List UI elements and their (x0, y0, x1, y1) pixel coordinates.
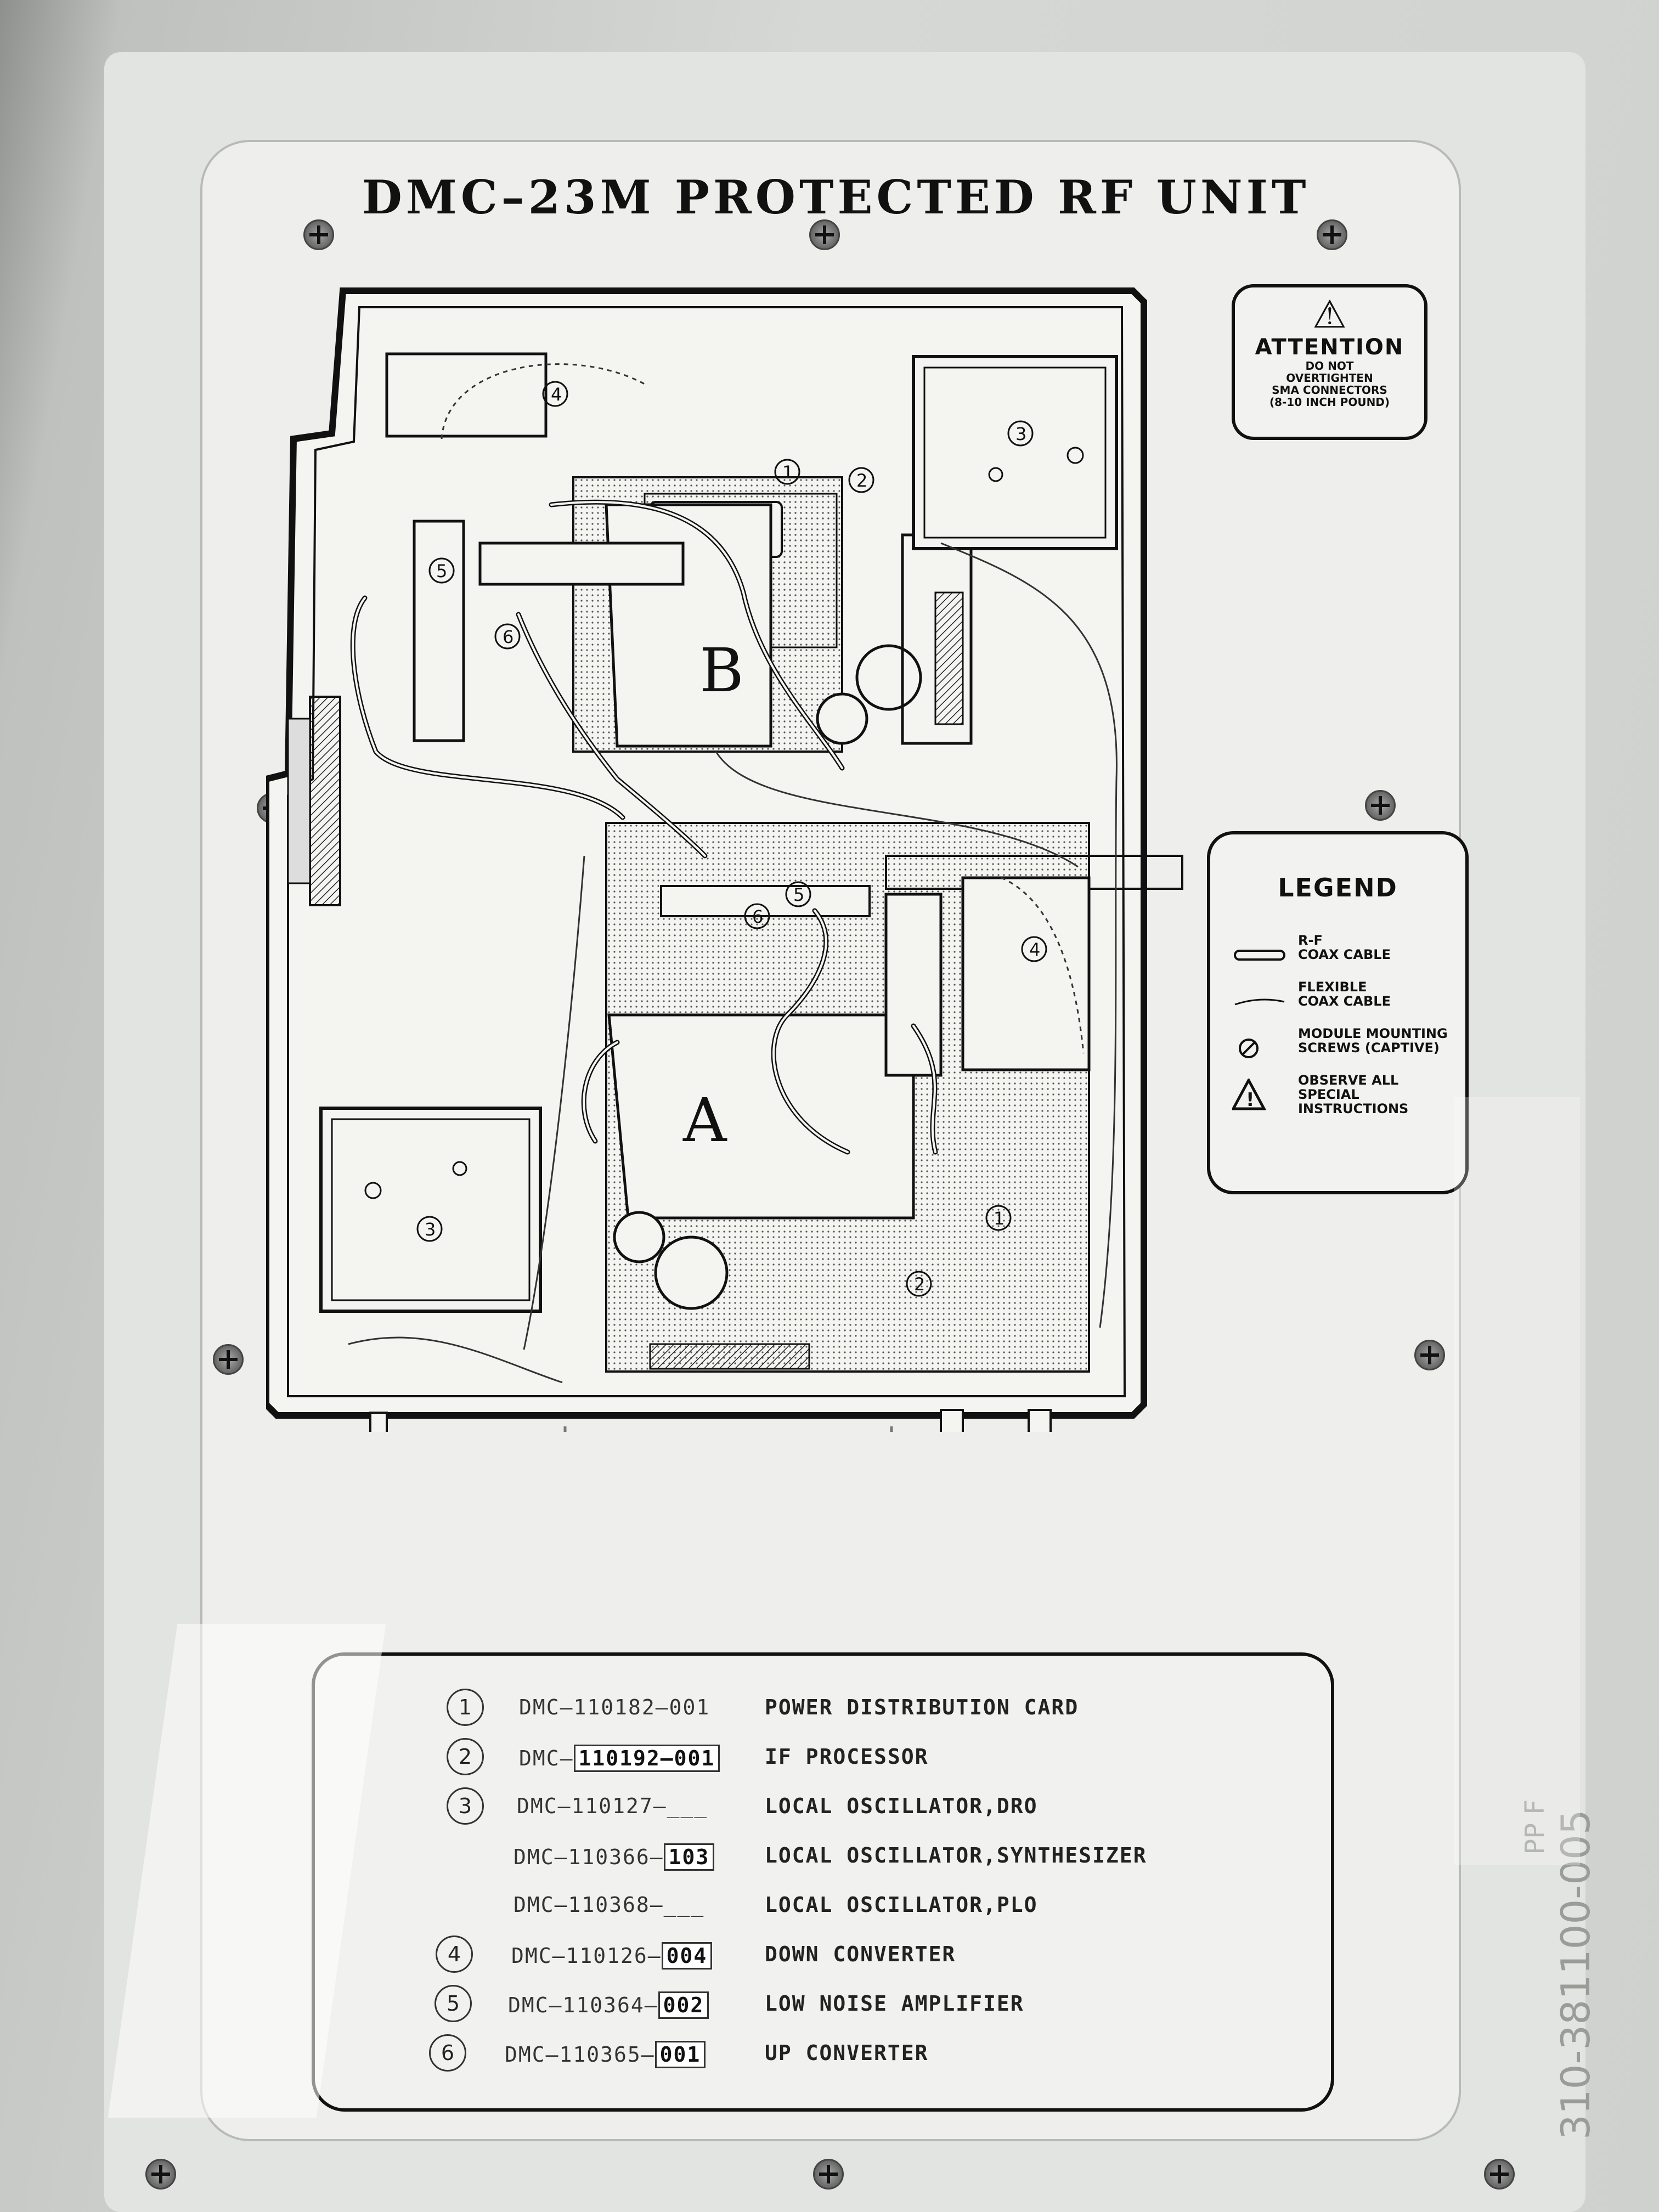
legend-item: ! OBSERVE ALL SPECIAL INSTRUCTIONS (1232, 1073, 1463, 1117)
parts-row: 5 DMC–110364–002 LOW NOISE AMPLIFIER (315, 1985, 1330, 2023)
svg-text:4: 4 (551, 384, 562, 405)
rf-unit-diagram: B 4 3 5 6 1 2 4 1 2 5 6 A (266, 287, 1183, 1432)
screw-icon (1239, 1039, 1259, 1058)
part-description: IF PROCESSOR (765, 1745, 929, 1769)
parts-row: 1 DMC–110182–001 POWER DISTRIBUTION CARD (315, 1689, 1330, 1727)
legend-label: OBSERVE ALL SPECIAL INSTRUCTIONS (1298, 1073, 1409, 1116)
part-code: DMC–110368–___ (514, 1893, 705, 1917)
legend-item: FLEXIBLE COAX CABLE (1232, 980, 1463, 1024)
part-code: DMC–110365–001 (505, 2041, 706, 2068)
screw-icon (1365, 790, 1396, 821)
part-description: POWER DISTRIBUTION CARD (765, 1695, 1079, 1719)
part-number-badge: 2 (447, 1738, 484, 1775)
section-a: 4 1 2 5 6 A (605, 822, 1183, 1373)
screw-icon (1414, 1340, 1445, 1370)
parts-row: 3 DMC–110127–___ LOCAL OSCILLATOR,DRO (315, 1787, 1330, 1826)
svg-text:6: 6 (752, 906, 763, 927)
side-mark-small: PP F (1520, 1799, 1550, 1855)
screw-icon (813, 2159, 844, 2190)
parts-list: 1 DMC–110182–001 POWER DISTRIBUTION CARD… (312, 1652, 1334, 2112)
screw-icon (303, 219, 334, 250)
part-suffix-label: 001 (654, 2041, 706, 2068)
part-suffix-label: 002 (658, 1991, 709, 2019)
part-suffix-label: 110192–001 (573, 1745, 720, 1772)
part-description: LOCAL OSCILLATOR,SYNTHESIZER (765, 1843, 1147, 1867)
svg-text:5: 5 (793, 884, 804, 905)
part-code: DMC–110127–___ (517, 1794, 708, 1818)
attention-box: ⚠ ATTENTION DO NOT OVERTIGHTEN SMA CONNE… (1232, 284, 1427, 440)
legend-box: LEGEND R-F COAX CABLE FLEXIBLE COAX CABL… (1207, 831, 1469, 1194)
part-description: UP CONVERTER (765, 2041, 929, 2065)
parts-row: DMC–110368–___ LOCAL OSCILLATOR,PLO (315, 1886, 1330, 1925)
part-description: LOW NOISE AMPLIFIER (765, 1991, 1024, 2016)
parts-row: 6 DMC–110365–001 UP CONVERTER (315, 2034, 1330, 2073)
part-code: DMC–110182–001 (519, 1695, 710, 1719)
part-code: DMC–110192–001 (519, 1745, 720, 1772)
screw-icon (213, 1344, 244, 1375)
screw-icon (1484, 2159, 1515, 2190)
section-b-label: B (699, 635, 744, 706)
part-number-badge: 1 (447, 1689, 484, 1726)
attention-heading: ATTENTION (1255, 335, 1404, 360)
svg-text:2: 2 (914, 1274, 925, 1295)
screw-icon (1317, 219, 1347, 250)
part-code: DMC–110366–103 (514, 1843, 715, 1871)
section-a-label: A (682, 1085, 727, 1155)
legend-label: MODULE MOUNTING SCREWS (CAPTIVE) (1298, 1026, 1448, 1056)
svg-text:4: 4 (1029, 939, 1040, 960)
legend-item: MODULE MOUNTING SCREWS (CAPTIVE) (1232, 1026, 1463, 1070)
svg-text:!: ! (1246, 1089, 1255, 1111)
part-number-badge: 6 (429, 2034, 466, 2072)
parts-row: DMC–110366–103 LOCAL OSCILLATOR,SYNTHESI… (315, 1837, 1330, 1875)
part-description: DOWN CONVERTER (765, 1942, 956, 1966)
attention-text: DO NOT OVERTIGHTEN SMA CONNECTORS (8-10 … (1269, 359, 1390, 409)
side-marking: 310-381100-005 (1553, 1809, 1599, 2140)
svg-text:6: 6 (503, 627, 514, 647)
svg-text:5: 5 (436, 561, 447, 582)
svg-text:2: 2 (856, 470, 867, 491)
part-code: DMC–110126–004 (511, 1942, 713, 1970)
part-description: LOCAL OSCILLATOR,PLO (765, 1893, 1038, 1917)
legend-item: R-F COAX CABLE (1232, 933, 1463, 977)
part-number-badge: 3 (447, 1787, 484, 1825)
part-code: DMC–110364–002 (508, 1991, 709, 2019)
legend-label: R-F COAX CABLE (1298, 933, 1391, 962)
parts-row: 4 DMC–110126–004 DOWN CONVERTER (315, 1936, 1330, 1974)
warning-icon: ! (1232, 1079, 1267, 1111)
svg-text:3: 3 (425, 1219, 436, 1240)
part-suffix-label: 103 (663, 1843, 715, 1871)
svg-text:1: 1 (994, 1208, 1005, 1229)
svg-text:1: 1 (782, 462, 793, 483)
legend-label: FLEXIBLE COAX CABLE (1298, 979, 1391, 1009)
panel-title: DMC–23M PROTECTED RF UNIT (362, 170, 1310, 224)
warning-icon: ⚠ (1312, 292, 1347, 337)
screw-icon (145, 2159, 176, 2190)
part-suffix-label: 004 (661, 1942, 713, 1970)
part-number-badge: 5 (435, 1985, 472, 2022)
rf-coax-cable-icon (1234, 950, 1285, 961)
part-number-badge: 4 (436, 1936, 473, 1973)
flexible-coax-cable-icon (1234, 998, 1285, 1006)
svg-text:3: 3 (1015, 424, 1026, 444)
legend-heading: LEGEND (1278, 873, 1398, 902)
part-description: LOCAL OSCILLATOR,DRO (765, 1794, 1038, 1818)
screw-icon (809, 219, 840, 250)
parts-row: 2 DMC–110192–001 IF PROCESSOR (315, 1738, 1330, 1776)
